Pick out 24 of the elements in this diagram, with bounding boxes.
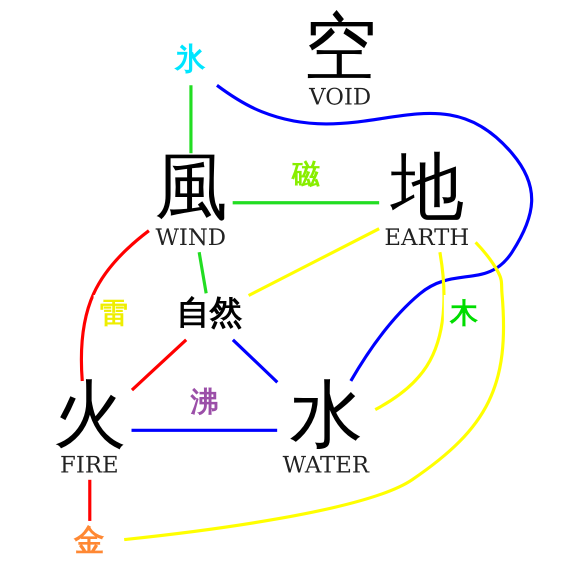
node-text: 空 VOID	[303, 4, 376, 111]
node-text: 風 WIND	[154, 145, 228, 251]
node-text: 金	[74, 524, 104, 559]
connector	[198, 252, 208, 294]
connector	[232, 338, 278, 384]
connector	[80, 229, 150, 382]
connector	[374, 252, 446, 412]
connector	[248, 227, 380, 297]
edge-label: 磁	[292, 157, 320, 190]
node-text: 水 WATER	[282, 372, 369, 479]
node-text: 地 EARTH	[384, 145, 470, 251]
node-text: 自然	[176, 292, 242, 332]
node-text: 火 FIRE	[53, 372, 126, 479]
connector	[130, 338, 188, 392]
edge-label: 木	[450, 296, 478, 330]
connector	[132, 428, 278, 432]
connector	[189, 85, 193, 154]
connector	[232, 201, 380, 204]
edge-label: 雷	[100, 296, 128, 330]
connector	[216, 84, 534, 382]
connector	[88, 480, 92, 521]
connector	[124, 241, 505, 542]
node-text: 氷	[175, 42, 206, 77]
edge-label: 沸	[190, 384, 219, 418]
